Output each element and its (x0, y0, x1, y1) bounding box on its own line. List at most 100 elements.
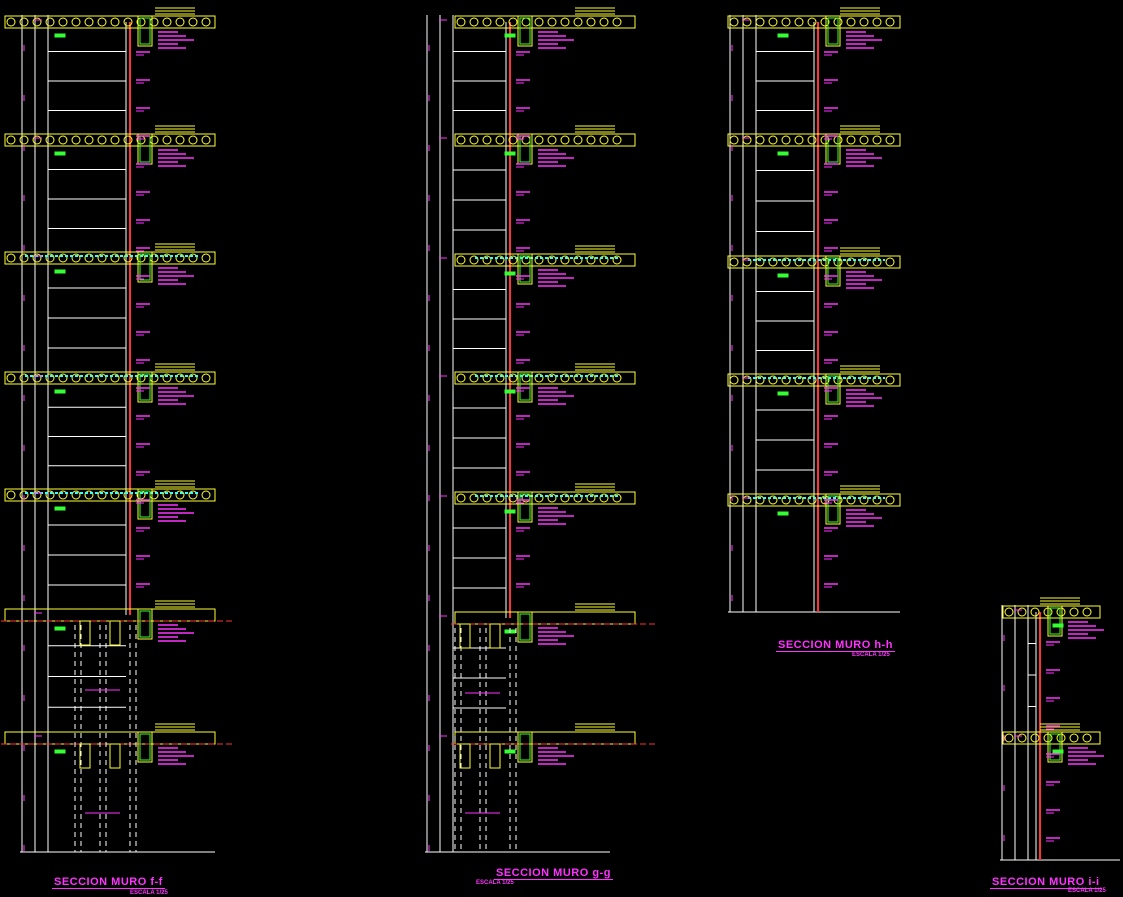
slab-void (781, 257, 791, 267)
slab-void (859, 135, 869, 145)
beam (137, 251, 153, 283)
slab-void (820, 17, 830, 27)
slab-void (84, 253, 94, 263)
slab-void (846, 375, 856, 385)
slab-void (19, 253, 29, 263)
slab (454, 731, 636, 745)
slab-void (469, 255, 479, 265)
slab-void (469, 17, 479, 27)
slab-void (19, 17, 29, 27)
slab-void (201, 135, 211, 145)
label-tag (54, 749, 66, 754)
slab-void (534, 17, 544, 27)
slab-void (201, 373, 211, 383)
slab-void (97, 490, 107, 500)
slab-void (188, 17, 198, 27)
slab-void (84, 490, 94, 500)
slab-void (1082, 733, 1092, 743)
slab-void (768, 495, 778, 505)
label-tag (54, 626, 66, 631)
slab-void (612, 255, 622, 265)
beam (517, 15, 533, 47)
slab-void (742, 375, 752, 385)
slab-void (110, 490, 120, 500)
slab-void (820, 257, 830, 267)
slab-void (84, 373, 94, 383)
slab-void (188, 490, 198, 500)
section-title-g: SECCION MURO g-g (494, 867, 613, 880)
slab-void (859, 495, 869, 505)
slab-void (573, 135, 583, 145)
beam (517, 611, 533, 643)
slab-void (110, 373, 120, 383)
slab-void (781, 135, 791, 145)
slab-void (123, 373, 133, 383)
slab-void (885, 495, 895, 505)
slab-void (846, 17, 856, 27)
slab (727, 373, 901, 387)
slab-void (547, 17, 557, 27)
slab-void (32, 490, 42, 500)
label-tag (1052, 749, 1064, 754)
label-tag (777, 391, 789, 396)
slab-void (71, 490, 81, 500)
slab-void (872, 135, 882, 145)
slab-void (32, 17, 42, 27)
slab-void (820, 375, 830, 385)
slab-void (859, 17, 869, 27)
slab-void (175, 490, 185, 500)
slab-void (768, 135, 778, 145)
slab-void (175, 253, 185, 263)
slab-void (872, 17, 882, 27)
slab-void (859, 257, 869, 267)
slab-void (508, 493, 518, 503)
slab-void (1004, 733, 1014, 743)
slab-void (45, 490, 55, 500)
slab-void (71, 373, 81, 383)
label-tag (54, 33, 66, 38)
beam (1047, 731, 1063, 763)
slab (454, 491, 636, 505)
slab (727, 133, 901, 147)
slab (4, 608, 216, 622)
slab-void (885, 375, 895, 385)
slab-void (807, 375, 817, 385)
slab-void (456, 493, 466, 503)
beam (825, 493, 841, 525)
footing (109, 620, 121, 646)
slab-void (547, 493, 557, 503)
label-tag (777, 33, 789, 38)
slab-void (71, 135, 81, 145)
slab-void (110, 17, 120, 27)
beam (1047, 605, 1063, 637)
section-title-h: SECCION MURO h-h (776, 639, 895, 652)
slab-void (547, 373, 557, 383)
slab-void (508, 135, 518, 145)
slab-void (872, 375, 882, 385)
section-scale-h: ESCALA 1/25 (852, 652, 890, 658)
slab-void (149, 17, 159, 27)
slab-void (534, 135, 544, 145)
section-scale-g: ESCALA 1/25 (476, 880, 514, 886)
beam (137, 15, 153, 47)
slab-void (6, 135, 16, 145)
slab-void (456, 17, 466, 27)
slab-void (162, 135, 172, 145)
slab-void (768, 375, 778, 385)
footing (459, 623, 471, 649)
slab-void (547, 135, 557, 145)
label-tag (54, 151, 66, 156)
slab-void (508, 17, 518, 27)
slab-void (45, 253, 55, 263)
slab-void (32, 373, 42, 383)
slab-void (58, 490, 68, 500)
slab-void (560, 17, 570, 27)
slab-void (32, 135, 42, 145)
beam-rebar (519, 733, 531, 761)
slab-void (612, 373, 622, 383)
beam-rebar (827, 375, 839, 403)
slab-void (456, 373, 466, 383)
slab-void (123, 135, 133, 145)
slab-void (794, 375, 804, 385)
beam (517, 491, 533, 523)
